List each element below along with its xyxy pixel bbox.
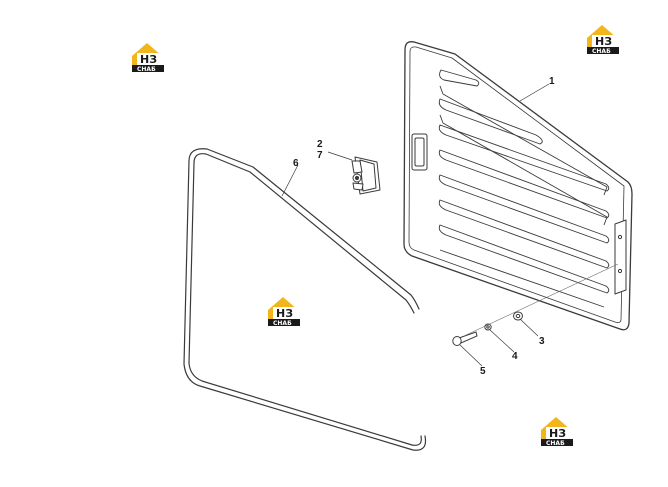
watermark-logo-center: НЗ СНАБ [266, 294, 302, 327]
watermark-logo-bottom-right: НЗ СНАБ [539, 414, 575, 447]
callout-7: 7 [317, 150, 323, 161]
watermark-logo-top-right: НЗ СНАБ [585, 22, 621, 55]
svg-text:НЗ: НЗ [276, 307, 293, 320]
callout-3: 3 [539, 336, 545, 347]
svg-text:СНАБ: СНАБ [592, 48, 611, 55]
seal-part-6 [183, 148, 427, 451]
callout-6: 6 [293, 158, 299, 169]
svg-text:СНАБ: СНАБ [137, 66, 156, 73]
latch-part-2-7 [351, 156, 381, 195]
washer-part-3 [513, 311, 523, 321]
panel-part-1 [403, 41, 633, 331]
panel-hinge-block [614, 219, 627, 295]
svg-text:НЗ: НЗ [595, 35, 612, 48]
svg-text:СНАБ: СНАБ [273, 320, 292, 327]
svg-text:СНАБ: СНАБ [546, 440, 565, 447]
callouts: 1 2 7 6 3 4 5 [293, 76, 555, 377]
bolt-part-5 [452, 331, 478, 346]
leader-lines [281, 83, 550, 367]
svg-text:НЗ: НЗ [140, 53, 157, 66]
callout-5: 5 [480, 366, 486, 377]
svg-text:НЗ: НЗ [549, 427, 566, 440]
panel-louvers [438, 69, 610, 308]
watermark-logo-top-left: НЗ СНАБ [130, 40, 166, 73]
assembly-centerline [463, 263, 619, 337]
callout-2: 2 [317, 139, 323, 150]
callout-4: 4 [512, 351, 518, 362]
panel-handle-slot [411, 133, 428, 171]
panel-inner-edge [408, 46, 625, 324]
callout-1: 1 [549, 76, 555, 87]
